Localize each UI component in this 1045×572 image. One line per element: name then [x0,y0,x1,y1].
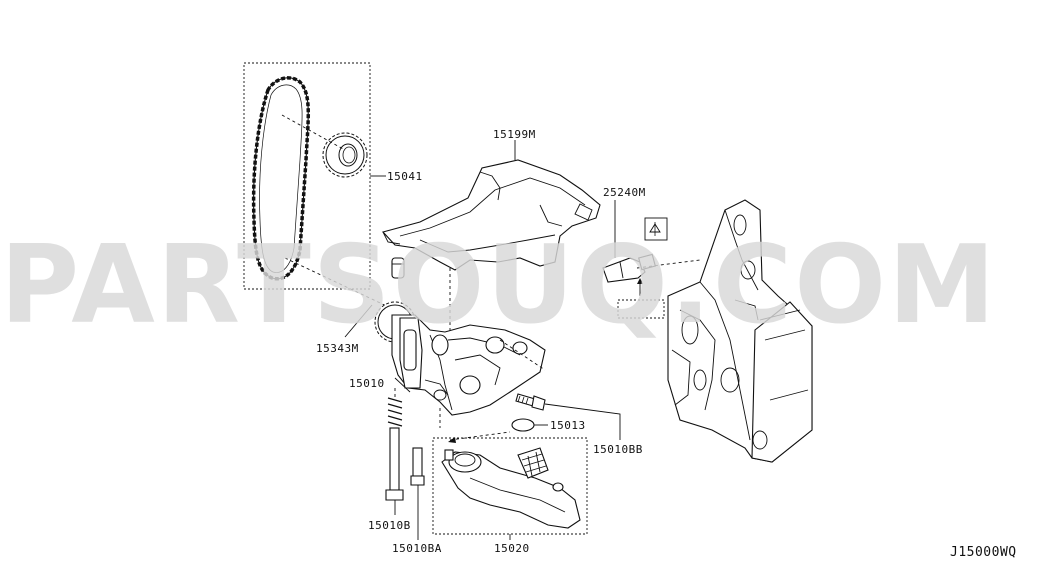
timing-chain-assembly[interactable] [243,62,371,290]
oil-baffle-plate[interactable] [381,159,601,271]
chain-sprocket [322,132,368,178]
callout-15199M[interactable]: 15199M [493,128,536,141]
o-ring[interactable] [511,418,535,432]
engine-block [667,199,813,463]
short-bolt[interactable] [410,447,425,486]
callout-15010[interactable]: 15010 [349,377,385,390]
callout-15013[interactable]: 15013 [550,419,586,432]
callout-15010BB[interactable]: 15010BB [593,443,643,456]
callout-15010B[interactable]: 15010B [368,519,411,532]
pump-drive-spacer[interactable] [391,257,405,279]
callout-15041[interactable]: 15041 [387,170,423,183]
callout-15020[interactable]: 15020 [494,542,530,555]
callout-15010BA[interactable]: 15010BA [392,542,442,555]
oil-strainer[interactable] [432,437,588,535]
oil-pump-assembly[interactable] [374,301,546,416]
watermark-text: PARTSOUQ.COM [0,223,997,348]
callout-15343M[interactable]: 15343M [316,342,359,355]
pump-mounting-bolt[interactable] [515,393,546,411]
callout-25240M[interactable]: 25240M [603,186,646,199]
relief-spring-bolt[interactable] [385,397,404,501]
diagram-code: J15000WQ [950,545,1017,560]
sensor-note-icon [644,217,668,241]
